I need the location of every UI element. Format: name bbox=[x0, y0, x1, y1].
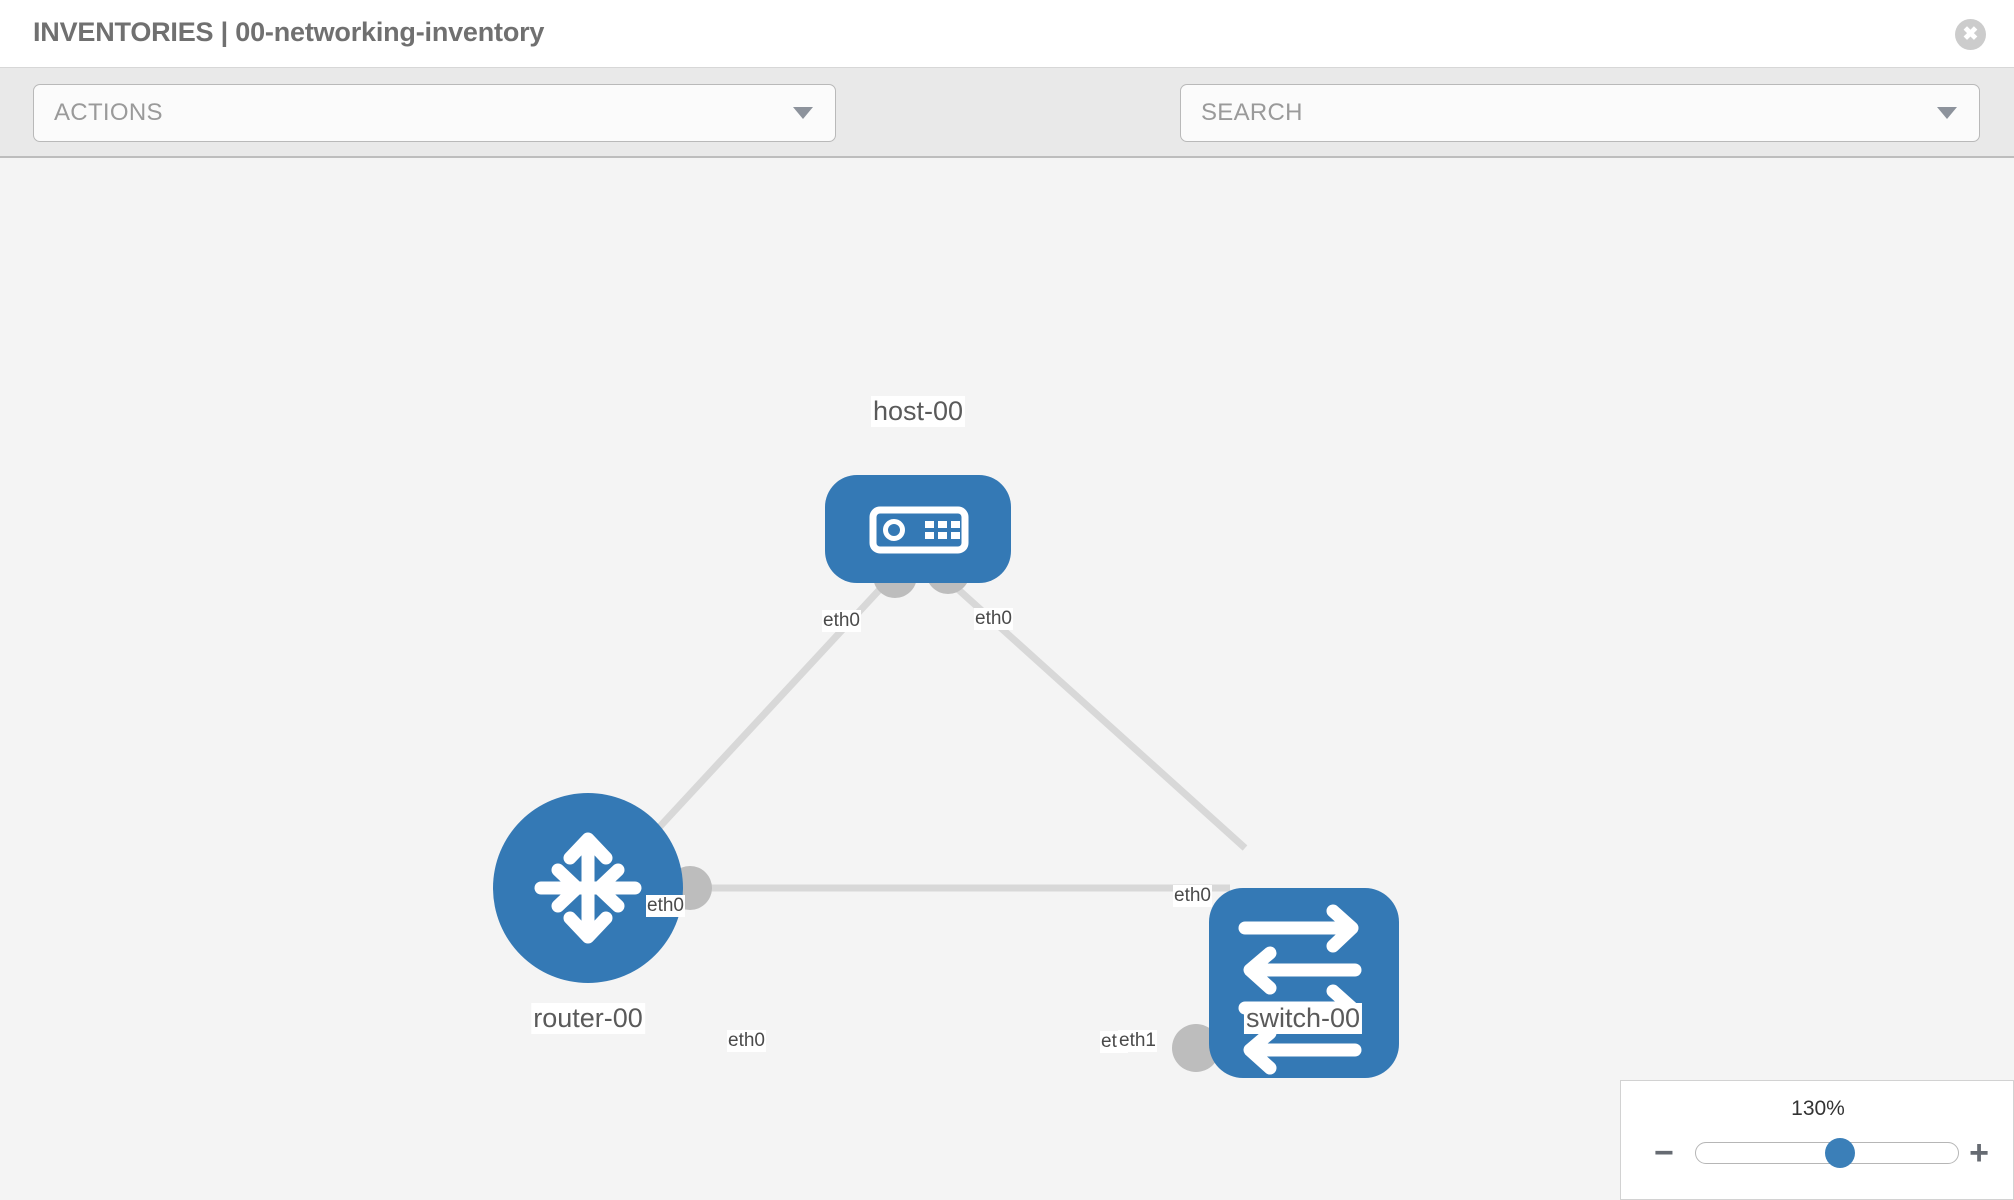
page-title: INVENTORIES | 00-networking-inventory bbox=[33, 17, 545, 47]
router-icon bbox=[534, 832, 642, 944]
topology-canvas[interactable]: host-00 router-00 switch-00 eth0 eth0 et… bbox=[0, 158, 2014, 1200]
chevron-down-icon bbox=[793, 107, 813, 119]
page-header: INVENTORIES | 00-networking-inventory ✖ bbox=[0, 0, 2014, 68]
node-label-host-00: host-00 bbox=[870, 396, 966, 427]
chevron-down-icon bbox=[1937, 107, 1957, 119]
toolbar: ACTIONS SEARCH bbox=[0, 68, 2014, 199]
close-icon: ✖ bbox=[1962, 24, 1979, 45]
node-label-router-00: router-00 bbox=[531, 1003, 645, 1034]
zoom-in-button[interactable]: + bbox=[1969, 1134, 1989, 1172]
edge-label-switch-eth1: eth1 bbox=[1118, 1030, 1157, 1052]
search-placeholder-label: SEARCH bbox=[1201, 99, 1303, 126]
edge-label-router-eth0-up: eth0 bbox=[646, 895, 685, 917]
graph-edges bbox=[637, 570, 1248, 892]
node-router-00[interactable] bbox=[493, 793, 683, 983]
graph-connectors bbox=[668, 550, 1259, 1072]
search-input[interactable]: SEARCH bbox=[1180, 84, 1980, 142]
zoom-level-value: 130% bbox=[1791, 1097, 1845, 1120]
zoom-out-button[interactable]: − bbox=[1654, 1134, 1674, 1172]
edge-label-router-eth0: eth0 bbox=[727, 1030, 766, 1052]
connector-switch-left[interactable] bbox=[1172, 1024, 1220, 1072]
zoom-slider-track[interactable] bbox=[1695, 1138, 1959, 1168]
zoom-slider-row: − + bbox=[1621, 1133, 2014, 1173]
node-label-switch-00: switch-00 bbox=[1243, 1003, 1363, 1034]
actions-dropdown[interactable]: ACTIONS bbox=[33, 84, 836, 142]
zoom-control-panel: 130% − + bbox=[1620, 1080, 2014, 1200]
topology-graph bbox=[493, 475, 1399, 1078]
edge-label-switch-eth0-up: eth0 bbox=[1173, 885, 1212, 907]
edge-label-host-eth0-left: eth0 bbox=[822, 610, 861, 632]
close-button[interactable]: ✖ bbox=[1955, 19, 1986, 50]
node-switch-00[interactable] bbox=[1209, 888, 1399, 1078]
node-host-00[interactable] bbox=[825, 475, 1011, 583]
server-icon bbox=[925, 521, 960, 539]
actions-dropdown-label: ACTIONS bbox=[54, 99, 163, 126]
edge-label-host-eth0-right: eth0 bbox=[974, 608, 1013, 630]
zoom-slider-thumb[interactable] bbox=[1825, 1138, 1856, 1168]
